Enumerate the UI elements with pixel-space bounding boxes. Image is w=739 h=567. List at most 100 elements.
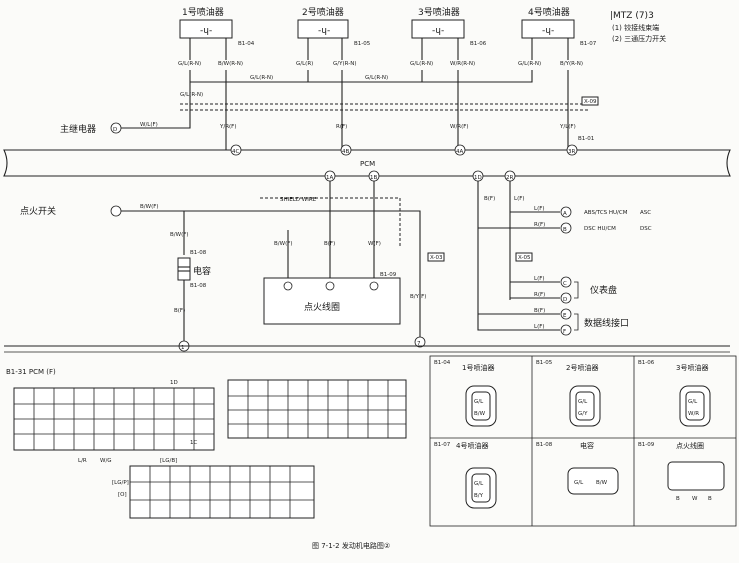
svg-text:3R: 3R	[568, 149, 575, 155]
svg-text:W/L(F): W/L(F)	[140, 122, 158, 128]
svg-text:G/L(R-N): G/L(R-N)	[365, 75, 388, 81]
svg-text:L(F): L(F)	[534, 276, 545, 282]
svg-text:-ɥ-: -ɥ-	[200, 26, 212, 36]
svg-text:X-05: X-05	[518, 255, 531, 261]
svg-text:(1) 铰接线束端: (1) 铰接线束端	[612, 23, 659, 32]
svg-text:B1-05: B1-05	[536, 360, 553, 366]
svg-text:1A: 1A	[326, 175, 333, 181]
svg-text:B/Y(R-N): B/Y(R-N)	[560, 61, 583, 67]
svg-text:点火开关: 点火开关	[20, 205, 56, 217]
injector-2: 2号喷油器 -ɥ- B1-05	[297, 6, 371, 47]
figure-caption: 图 7-1-2 发动机电路图②	[312, 541, 390, 550]
svg-text:L/R: L/R	[78, 458, 87, 464]
svg-text:3号喷油器: 3号喷油器	[676, 363, 708, 372]
svg-text:G/L: G/L	[578, 399, 588, 405]
svg-text:SHIELD WIRE: SHIELD WIRE	[280, 197, 317, 203]
svg-text:B: B	[676, 496, 680, 502]
svg-text:ASC: ASC	[640, 210, 651, 216]
svg-text:Y/R(F): Y/R(F)	[219, 124, 237, 130]
svg-text:B1-07: B1-07	[580, 41, 597, 47]
svg-text:W(F): W(F)	[368, 241, 381, 247]
svg-text:B: B	[708, 496, 712, 502]
injector-2-label: 2号喷油器	[302, 6, 344, 18]
svg-text:数据线接口: 数据线接口	[584, 317, 629, 329]
svg-text:电容: 电容	[580, 441, 594, 450]
svg-text:B/W: B/W	[474, 411, 486, 417]
svg-text:G/L(R): G/L(R)	[296, 61, 313, 67]
svg-text:B1-05: B1-05	[354, 41, 371, 47]
svg-text:R(F): R(F)	[534, 222, 545, 228]
svg-text:B1-04: B1-04	[238, 41, 255, 47]
svg-text:L(F): L(F)	[534, 206, 545, 212]
svg-text:F: F	[563, 329, 566, 335]
svg-text:ABS/TCS HU/CM: ABS/TCS HU/CM	[584, 210, 628, 216]
svg-text:-ɥ-: -ɥ-	[542, 26, 554, 36]
svg-text:B1-08: B1-08	[190, 250, 207, 256]
svg-text:DSC: DSC	[640, 226, 652, 232]
svg-text:B1-06: B1-06	[638, 360, 655, 366]
svg-text:E: E	[563, 313, 567, 319]
injector-1: 1号喷油器 -ɥ- B1-04	[179, 6, 255, 47]
svg-text:1D: 1D	[170, 380, 178, 386]
svg-text:B/W(F): B/W(F)	[274, 241, 293, 247]
svg-text:L(F): L(F)	[514, 196, 525, 202]
main-relay: 主继电器 D W/L(F) Y/R(F) R(F) W/R(F) Y/L(F) …	[60, 110, 594, 142]
data-link-circuit: B(F) L(F) L(F) R(F) A B ABS/TCS HU/CM AS…	[477, 181, 652, 336]
injector-4-label: 4号喷油器	[528, 6, 570, 18]
svg-text:D: D	[113, 127, 117, 133]
svg-text:4号喷油器: 4号喷油器	[456, 441, 488, 450]
svg-text:[LG/B]: [LG/B]	[160, 458, 177, 464]
svg-text:W/G: W/G	[100, 458, 112, 464]
connector-view-b1-09: B1-09 点火线圈 B W B	[638, 441, 725, 502]
pcm-block: PCM 4C 4B 4A 3R 1A 1B 1D 2R	[3, 144, 731, 182]
svg-text:7: 7	[417, 341, 421, 347]
svg-text:点火线圈: 点火线圈	[676, 441, 704, 450]
svg-text:R(F): R(F)	[534, 292, 545, 298]
svg-text:B1-31 PCM (F): B1-31 PCM (F)	[6, 368, 56, 376]
svg-text:G/L(R-N): G/L(R-N)	[250, 75, 273, 81]
connector-view-b1-08: B1-08 电容 G/L B/W	[536, 441, 619, 495]
svg-text:D: D	[563, 297, 567, 303]
injector-4: 4号喷油器 -ɥ- B1-07	[521, 6, 597, 47]
connector-view-b1-04: B1-04 1号喷油器 G/L B/W	[434, 360, 497, 427]
svg-text:仪表盘: 仪表盘	[590, 284, 617, 296]
svg-text:W: W	[692, 496, 698, 502]
svg-text:1B: 1B	[370, 175, 377, 181]
svg-text:L(F): L(F)	[534, 324, 545, 330]
svg-text:G/L(R-N): G/L(R-N)	[180, 92, 203, 98]
svg-text:B/W(R-N): B/W(R-N)	[218, 61, 243, 67]
injector-1-label: 1号喷油器	[182, 6, 224, 18]
svg-text:B1-09: B1-09	[380, 272, 397, 278]
svg-text:G/L: G/L	[474, 399, 484, 405]
svg-text:G/Y(R-N): G/Y(R-N)	[333, 61, 356, 67]
svg-text:1C: 1C	[190, 440, 197, 446]
svg-text:(2) 三通压力开关: (2) 三通压力开关	[612, 34, 666, 43]
svg-text:[O]: [O]	[118, 492, 127, 498]
svg-text:2R: 2R	[506, 175, 513, 181]
svg-text:A: A	[563, 211, 567, 217]
svg-text:B(F): B(F)	[174, 308, 185, 314]
svg-text:R(F): R(F)	[336, 124, 347, 130]
svg-text:G/L(R-N): G/L(R-N)	[178, 61, 201, 67]
svg-text:点火线圈: 点火线圈	[304, 301, 340, 313]
svg-text:|MTZ (7)3: |MTZ (7)3	[610, 11, 654, 21]
connector-view-b1-07: B1-07 4号喷油器 G/L B/Y	[434, 441, 497, 509]
svg-text:DSC HU/CM: DSC HU/CM	[584, 226, 616, 232]
svg-text:B(F): B(F)	[484, 196, 495, 202]
svg-text:B1-08: B1-08	[190, 283, 207, 289]
svg-text:B1-04: B1-04	[434, 360, 451, 366]
svg-text:[LG/P]: [LG/P]	[112, 480, 129, 486]
svg-text:B/Y: B/Y	[474, 493, 484, 499]
connector-views-grid: B1-04 1号喷油器 G/L B/W B1-05 2号喷油器 G/L G/Y …	[429, 355, 737, 527]
svg-text:B1-07: B1-07	[434, 442, 451, 448]
svg-text:-ɥ-: -ɥ-	[318, 26, 330, 36]
svg-text:4C: 4C	[232, 149, 239, 155]
svg-text:B/W: B/W	[596, 480, 608, 486]
svg-text:B/W(F): B/W(F)	[170, 232, 189, 238]
svg-text:1D: 1D	[474, 175, 482, 181]
svg-text:B/Y(F): B/Y(F)	[410, 294, 426, 300]
svg-text:B(F): B(F)	[324, 241, 335, 247]
connector-view-b1-06: B1-06 3号喷油器 G/L W/R	[638, 360, 711, 427]
